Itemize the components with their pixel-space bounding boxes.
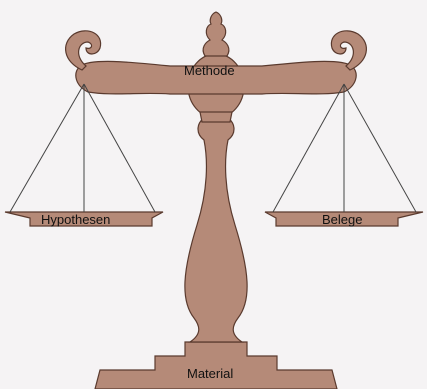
neck (200, 112, 232, 122)
finial (203, 12, 229, 56)
base-label: Material (187, 367, 233, 380)
left-pan-label: Hypothesen (41, 213, 110, 226)
right-pan-label: Belege (322, 213, 362, 226)
beam-label: Methode (184, 64, 235, 77)
column (185, 118, 247, 342)
